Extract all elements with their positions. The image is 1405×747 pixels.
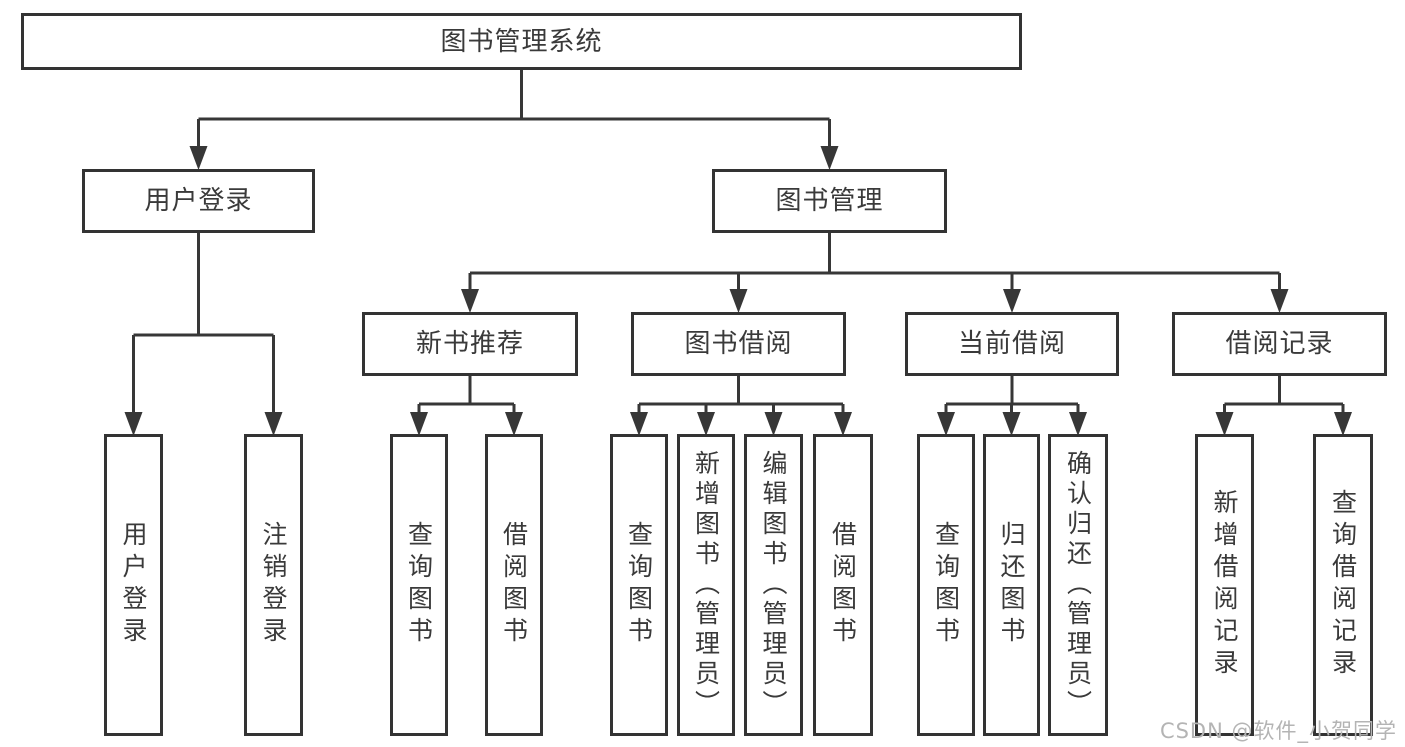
node-leaf-edit-books-admin: 编辑图书（管理员）	[744, 434, 803, 736]
node-book-management: 图书管理	[712, 169, 947, 233]
node-leaf-borrow-books-recommend: 借阅图书	[485, 434, 543, 736]
node-new-book-recommend: 新书推荐	[362, 312, 578, 376]
node-leaf-query-books-current: 查询图书	[917, 434, 975, 736]
node-leaf-query-books-recommend: 查询图书	[390, 434, 448, 736]
node-leaf-query-books-borrow: 查询图书	[610, 434, 668, 736]
csdn-watermark: CSDN @软件_小贺同学	[1159, 719, 1397, 743]
node-leaf-logout: 注销登录	[244, 434, 303, 736]
node-leaf-confirm-return-admin: 确认归还（管理员）	[1048, 434, 1108, 736]
node-borrowing-records: 借阅记录	[1172, 312, 1387, 376]
node-leaf-borrow-books: 借阅图书	[813, 434, 873, 736]
node-book-borrowing: 图书借阅	[631, 312, 846, 376]
node-user-login: 用户登录	[82, 169, 315, 233]
node-leaf-add-borrow-record: 新增借阅记录	[1195, 434, 1254, 736]
node-leaf-user-login: 用户登录	[104, 434, 163, 736]
node-leaf-query-borrow-record: 查询借阅记录	[1313, 434, 1373, 736]
node-leaf-return-books: 归还图书	[983, 434, 1040, 736]
node-leaf-add-books-admin: 新增图书（管理员）	[677, 434, 735, 736]
node-current-borrowing: 当前借阅	[905, 312, 1119, 376]
node-root-library-system: 图书管理系统	[21, 13, 1022, 70]
